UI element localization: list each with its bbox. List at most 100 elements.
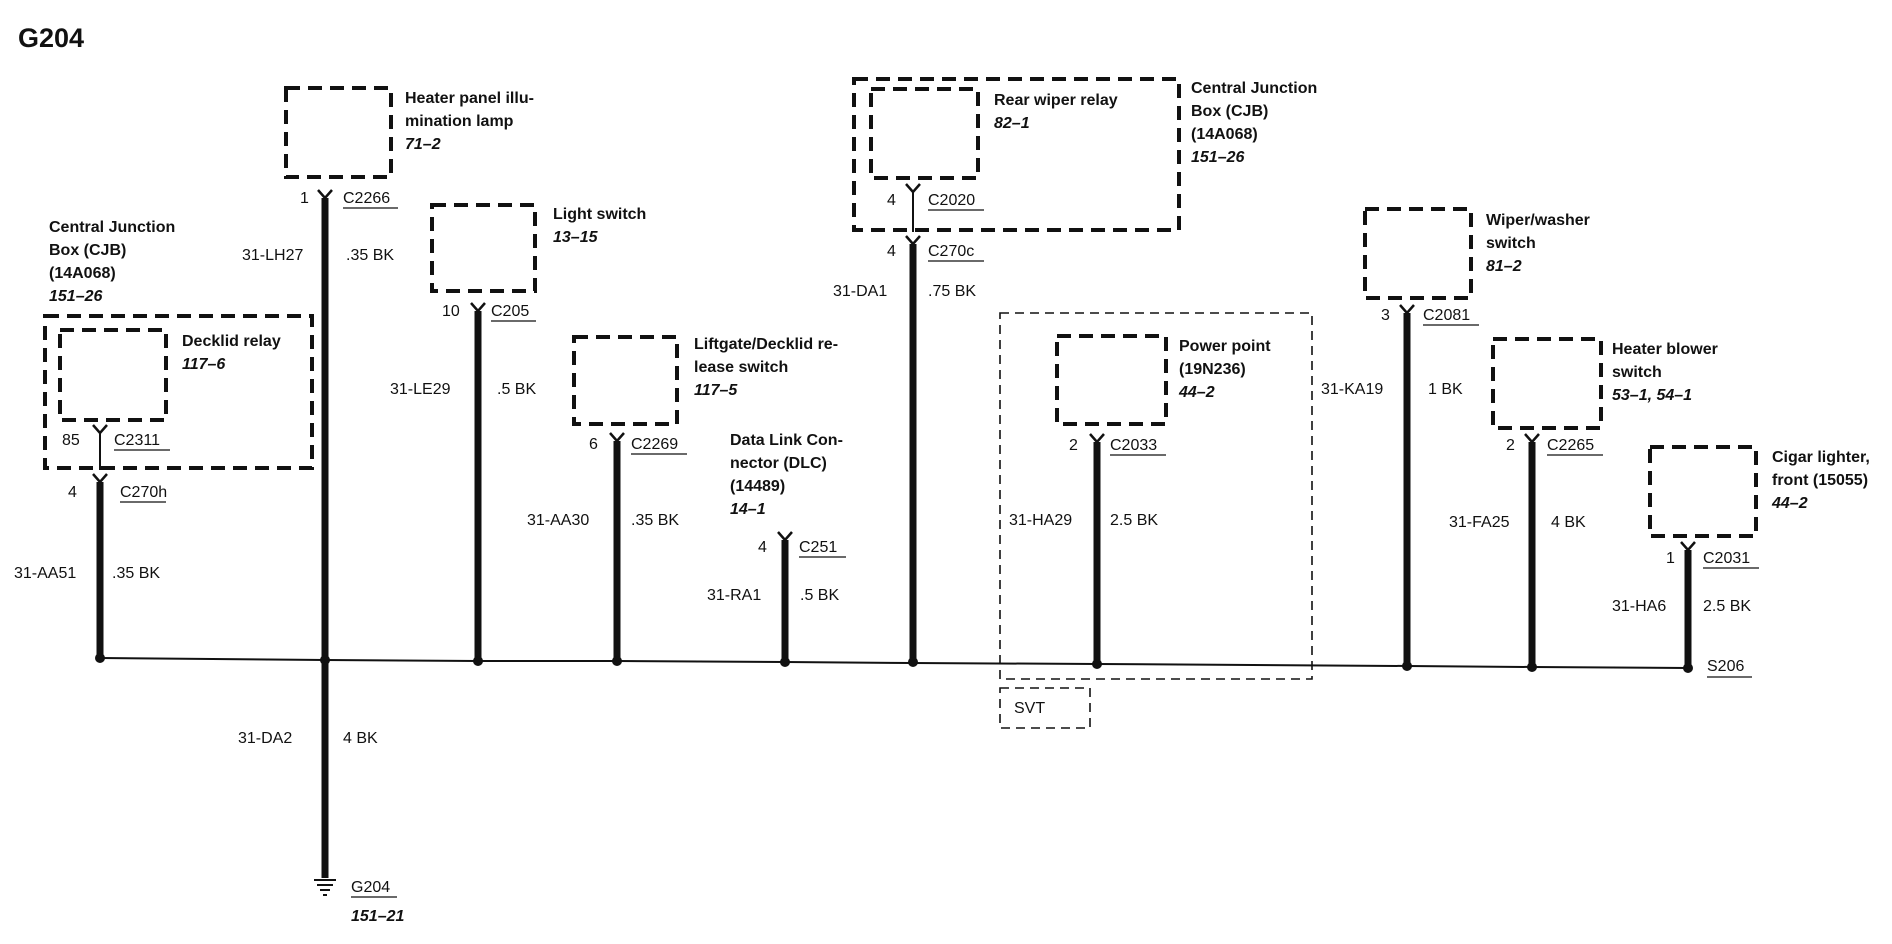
light-switch-circuit: 31-LE29: [390, 381, 451, 398]
light-switch-splice-dot: [473, 656, 483, 666]
svt-label: SVT: [1014, 700, 1045, 717]
rear-wiper-name: Rear wiper relay: [994, 92, 1118, 109]
cjb-left-line3: (14A068): [49, 265, 116, 282]
cjb-right-line3: (14A068): [1191, 126, 1258, 143]
decklid-relay-pin: 85: [62, 432, 80, 449]
power-point-circuit: 31-HA29: [1009, 512, 1072, 529]
dlc-ref: 14–1: [730, 501, 766, 518]
cigar-line1: Cigar lighter,: [1772, 449, 1870, 466]
heater-blower-connector: C2265: [1547, 437, 1594, 454]
wiper-washer-box: [1363, 207, 1473, 300]
liftgate-group: Liftgate/Decklid re- lease switch 117–5 …: [527, 335, 838, 666]
wiper-washer-connector: C2081: [1423, 307, 1470, 324]
light-switch-name: Light switch: [553, 206, 646, 223]
svt-tag-box: [999, 687, 1091, 729]
cigar-ref: 44–2: [1771, 495, 1808, 512]
c270c-wire-size: .75 BK: [928, 283, 976, 300]
power-point-line1: Power point: [1179, 338, 1271, 355]
ground-label: G204: [351, 879, 390, 896]
heater-blower-ref: 53–1, 54–1: [1612, 387, 1692, 404]
cjb-left-line1: Central Junction: [49, 219, 175, 236]
power-point-pin-arrow: [1089, 433, 1105, 444]
decklid-relay-pin-arrow: [92, 424, 108, 435]
rear-wiper-pin: 4: [887, 192, 896, 209]
power-point-connector: C2033: [1110, 437, 1157, 454]
cjb-left-ref: 151–26: [49, 288, 102, 305]
dlc-line3: (14489): [730, 478, 785, 495]
cjb-right-box: [852, 77, 1181, 232]
wiper-washer-ref: 81–2: [1486, 258, 1522, 275]
aa51-wire-size: .35 BK: [112, 565, 160, 582]
light-switch-wire-size: .5 BK: [497, 381, 536, 398]
light-switch-box: [430, 203, 537, 293]
c270c-pin-arrow: [905, 235, 921, 246]
wiper-washer-pin-arrow: [1399, 304, 1415, 315]
cjb-right-ref: 151–26: [1191, 149, 1244, 166]
power-point-line2: (19N236): [1179, 361, 1246, 378]
wiper-washer-pin: 3: [1381, 307, 1390, 324]
dlc-circuit: 31-RA1: [707, 587, 761, 604]
heater-blower-pin-arrow: [1524, 433, 1540, 444]
ground-ref: 151–21: [351, 908, 404, 925]
rear-wiper-box: [869, 87, 980, 180]
cjb-left-line2: Box (CJB): [49, 242, 126, 259]
power-point-group: Power point (19N236) 44–2 2 C2033 31-HA2…: [999, 312, 1313, 729]
heater-blower-circuit: 31-FA25: [1449, 514, 1510, 531]
wiper-washer-circuit: 31-KA19: [1321, 381, 1383, 398]
heater-blower-line1: Heater blower: [1612, 341, 1718, 358]
c270h-pin: 4: [68, 484, 77, 501]
heater-blower-splice-dot: [1527, 662, 1537, 672]
dlc-pin-arrow: [777, 531, 793, 542]
c270c-pin: 4: [887, 243, 896, 260]
wiper-washer-wire-size: 1 BK: [1428, 381, 1463, 398]
decklid-relay-ref: 117–6: [182, 356, 225, 373]
heater-panel-splice-dot: [320, 655, 330, 665]
c270h-connector: C270h: [120, 484, 167, 501]
c270c-circuit: 31-DA1: [833, 283, 887, 300]
liftgate-wire-size: .35 BK: [631, 512, 679, 529]
dlc-line2: nector (DLC): [730, 455, 827, 472]
cigar-pin: 1: [1666, 550, 1675, 567]
decklid-relay-name: Decklid relay: [182, 333, 281, 350]
heater-panel-group: Heater panel illu- mination lamp 71–2 1 …: [238, 86, 534, 925]
heater-panel-wire-size: .35 BK: [346, 247, 394, 264]
light-switch-connector: C205: [491, 303, 529, 320]
liftgate-ref: 117–5: [694, 382, 738, 399]
liftgate-connector: C2269: [631, 436, 678, 453]
power-point-splice-dot: [1092, 659, 1102, 669]
rear-wiper-group: Rear wiper relay 82–1 Central Junction B…: [833, 77, 1317, 667]
heater-panel-ref: 71–2: [405, 136, 441, 153]
aa51-circuit: 31-AA51: [14, 565, 76, 582]
cigar-wire-size: 2.5 BK: [1703, 598, 1751, 615]
dlc-wire-size: .5 BK: [800, 587, 839, 604]
rear-wiper-ref: 82–1: [994, 115, 1030, 132]
cigar-group: Cigar lighter, front (15055) 44–2 1 C203…: [1612, 445, 1870, 678]
heater-blower-wire-size: 4 BK: [1551, 514, 1586, 531]
cigar-splice-dot: [1683, 663, 1693, 673]
heater-panel-connector: C2266: [343, 190, 390, 207]
heater-blower-line2: switch: [1612, 364, 1662, 381]
liftgate-pin-arrow: [609, 432, 625, 443]
c270c-connector: C270c: [928, 243, 974, 260]
dlc-pin: 4: [758, 539, 767, 556]
heater-blower-group: Heater blower switch 53–1, 54–1 2 C2265 …: [1449, 337, 1718, 672]
ground-wire-size: 4 BK: [343, 730, 378, 747]
rear-wiper-pin-arrow: [905, 183, 921, 194]
heater-panel-box: [284, 86, 393, 179]
ground-wire-circuit: 31-DA2: [238, 730, 292, 747]
heater-panel-pin: 1: [300, 190, 309, 207]
splice-label: S206: [1707, 658, 1744, 675]
power-point-wire-size: 2.5 BK: [1110, 512, 1158, 529]
c270h-pin-arrow: [92, 473, 108, 484]
light-switch-group: Light switch 13–15 10 C205 31-LE29 .5 BK: [390, 203, 646, 666]
diagram-title: G204: [18, 23, 84, 53]
dlc-line1: Data Link Con-: [730, 432, 843, 449]
heater-panel-pin-arrow: [317, 189, 333, 200]
light-switch-pin-arrow: [470, 302, 486, 313]
power-point-pin: 2: [1069, 437, 1078, 454]
power-point-box: [1055, 334, 1168, 426]
decklid-relay-box: [58, 328, 168, 422]
c270c-splice-dot: [908, 657, 918, 667]
cigar-connector: C2031: [1703, 550, 1750, 567]
